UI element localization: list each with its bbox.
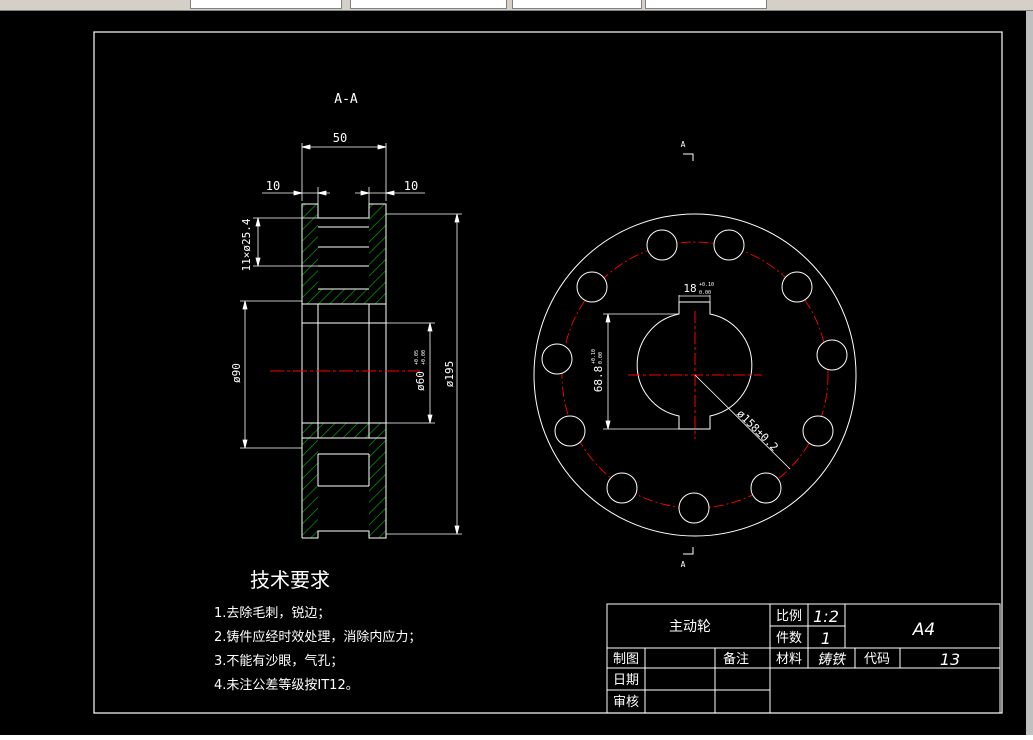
hatch-right-bottom [369, 423, 386, 538]
tech-item-2: 2.铸件应经时效处理，消除内应力； [214, 629, 421, 645]
document-tab-4[interactable] [645, 0, 767, 9]
dim-10-right [355, 187, 425, 216]
hatch-right-top [369, 204, 386, 304]
qty-label: 件数 [776, 631, 802, 646]
dim-50-text: 50 [333, 131, 347, 145]
dim-195 [386, 213, 462, 535]
date-label: 日期 [613, 673, 639, 688]
dim-68-text: 68.8 +0.10 0.00 [591, 349, 605, 392]
dim-60-text: ø60 +0.05 +0.00 [414, 350, 427, 391]
tech-item-3: 3.不能有沙眼，气孔； [214, 653, 343, 669]
tech-requirements: 技术要求 1.去除毛刺，锐边； 2.铸件应经时效处理，消除内应力； 3.不能有沙… [214, 568, 421, 693]
svg-text:68.8: 68.8 [592, 366, 605, 393]
dim-10-left-text: 10 [266, 179, 280, 193]
dim-pcd-text: ø158±0.2 [734, 407, 781, 454]
section-label: A-A [334, 92, 358, 107]
hatch-hub-top [302, 289, 386, 304]
cut-marker-bottom: A [681, 560, 686, 569]
dim-18-tol-lower: 0.00 [699, 290, 711, 296]
status-bar [0, 735, 1033, 740]
dim-90-text: ø90 [230, 363, 243, 383]
scale-value: 1:2 [813, 607, 839, 626]
svg-text:0.00: 0.00 [598, 352, 604, 364]
svg-text:+0.00: +0.00 [421, 350, 427, 365]
hatch-left-bottom [302, 423, 318, 538]
vertical-scrollbar[interactable] [1026, 11, 1033, 735]
check-label: 审核 [613, 695, 639, 710]
dim-10-right-text: 10 [404, 179, 418, 193]
hatch-hub-bottom [302, 423, 386, 438]
cad-drawing: A-A [93, 31, 1003, 714]
code-value: 13 [940, 650, 960, 669]
svg-text:+0.05: +0.05 [414, 350, 420, 365]
qty-value: 1 [821, 629, 831, 648]
material-label: 材料 [776, 652, 802, 667]
tech-item-1: 1.去除毛刺，锐边； [214, 606, 330, 621]
dim-50 [301, 143, 387, 201]
document-tab-2[interactable] [350, 0, 507, 9]
sheet-size: A4 [912, 620, 935, 640]
drawn-label: 制图 [613, 652, 639, 667]
dim-195-text: ø195 [443, 361, 456, 388]
tech-item-4: 4.未注公差等级按IT12。 [214, 677, 359, 693]
dim-60 [386, 322, 435, 424]
part-name: 主动轮 [669, 619, 711, 635]
dim-holes [253, 217, 318, 267]
dim-holes-text: 11×ø25.4 [240, 218, 253, 271]
front-view: 18 +0.10 0.00 68.8 +0.10 0.00 ø158±0.2 A… [533, 140, 857, 569]
material-value: 铸铁 [817, 652, 847, 668]
cut-marker-top: A [681, 140, 686, 149]
drawing-frame [93, 31, 1003, 714]
scale-label: 比例 [776, 609, 802, 624]
dim-18-text: 18 [683, 282, 696, 295]
code-label: 代码 [864, 652, 890, 667]
svg-text:+0.10: +0.10 [591, 349, 597, 364]
title-block: 主动轮 比例 1:2 件数 1 A4 制图 备注 材料 铸铁 代码 13 日期 … [606, 603, 1001, 714]
svg-text:ø60: ø60 [414, 371, 427, 391]
document-tab-3[interactable] [512, 0, 642, 9]
remark-label: 备注 [723, 651, 749, 667]
section-view: A-A [230, 92, 462, 539]
drawing-canvas[interactable]: A-A [0, 11, 1026, 735]
tech-title: 技术要求 [250, 568, 330, 592]
dim-10-left [262, 187, 330, 216]
dim-18-tol-upper: +0.10 [699, 282, 714, 288]
hatch-left-top [302, 204, 318, 304]
document-tab-1[interactable] [190, 0, 342, 9]
document-tab-bar [0, 0, 1033, 11]
dim-90 [240, 300, 302, 449]
